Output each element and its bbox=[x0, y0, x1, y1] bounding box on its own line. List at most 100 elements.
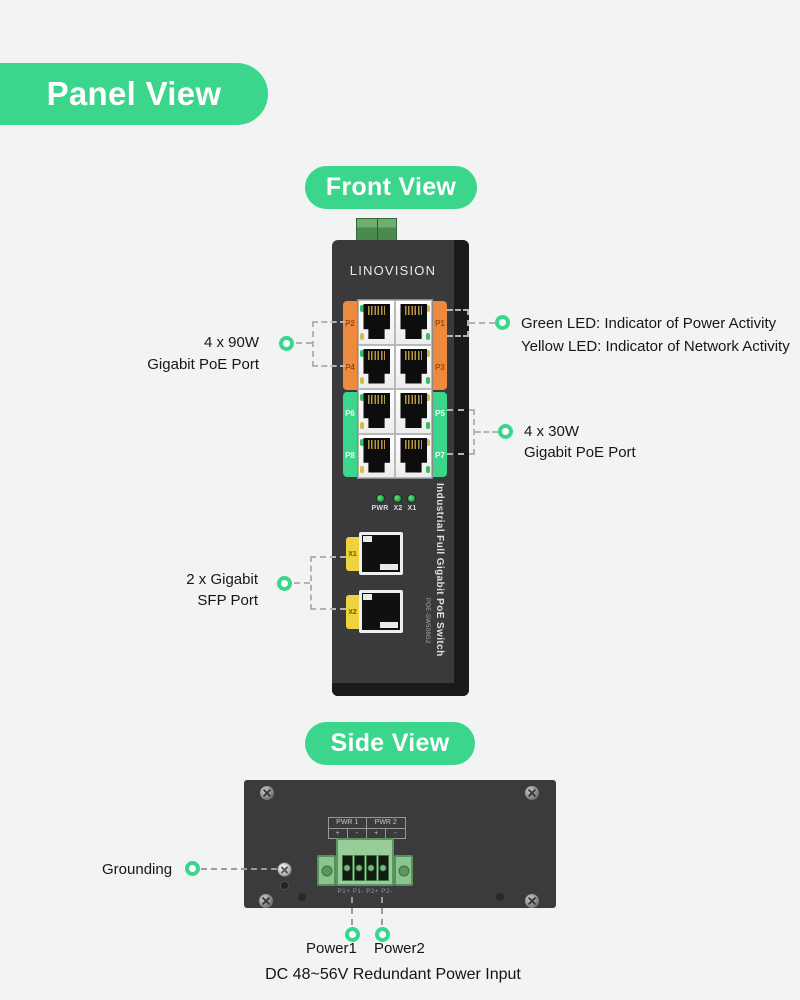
rj45-jack-icon bbox=[400, 393, 427, 428]
small-screw-icon bbox=[280, 881, 289, 890]
callout-line-sfp bbox=[294, 582, 310, 584]
port-label-p8: P8 bbox=[345, 451, 355, 461]
front-view-badge: Front View bbox=[305, 166, 477, 209]
panel-view-badge: Panel View bbox=[0, 63, 268, 125]
power-led-icon bbox=[426, 466, 430, 473]
poe90-strip-left: P2 P4 bbox=[343, 301, 357, 390]
side-view-badge: Side View bbox=[305, 722, 475, 765]
callout-power2-label: Power2 bbox=[374, 940, 425, 957]
corner-screw-icon bbox=[525, 786, 539, 800]
network-led-icon bbox=[426, 349, 430, 357]
power-led-icon bbox=[360, 305, 364, 312]
network-led-icon bbox=[360, 466, 364, 473]
rj45-port bbox=[395, 389, 432, 434]
rj45-port bbox=[358, 344, 395, 389]
poe30-strip-left: P6 P8 bbox=[343, 392, 357, 477]
poe90-strip-right: P1 P3 bbox=[433, 301, 447, 390]
terminal-flange-right bbox=[394, 855, 413, 886]
status-led-x1: X1 bbox=[407, 494, 417, 512]
callout-marker-grounding bbox=[185, 861, 200, 876]
callout-line-poe30 bbox=[475, 431, 498, 433]
power-led-icon bbox=[360, 349, 364, 357]
terminal-pin bbox=[365, 855, 377, 881]
rj45-jack-icon bbox=[363, 437, 390, 473]
rj45-jack-icon bbox=[363, 348, 390, 384]
power-input-caption: DC 48~56V Redundant Power Input bbox=[265, 966, 521, 983]
rivet-icon bbox=[298, 893, 306, 901]
rj45-jack-icon bbox=[400, 348, 427, 384]
rj45-port-block bbox=[357, 299, 433, 479]
network-led-icon bbox=[360, 377, 364, 384]
corner-screw-icon bbox=[259, 894, 273, 908]
device-title-vertical: Industrial Full Gigabit PoE Switch bbox=[434, 483, 445, 657]
callout-line-power2 bbox=[381, 897, 383, 925]
callout-line-led bbox=[469, 322, 495, 324]
terminal-flange-left bbox=[317, 855, 336, 886]
port-label-p6: P6 bbox=[345, 408, 355, 418]
power-polarity-table: PWR 1 PWR 2 + - + - bbox=[327, 816, 406, 839]
network-led-icon bbox=[360, 332, 364, 340]
rivet-icon bbox=[496, 893, 504, 901]
network-led-icon bbox=[426, 438, 430, 446]
terminal-pin bbox=[353, 855, 365, 881]
callout-line-poe90 bbox=[296, 342, 312, 344]
port-label-p1: P1 bbox=[435, 318, 445, 328]
callout-marker-power1 bbox=[345, 927, 360, 942]
port-label-p7: P7 bbox=[435, 451, 445, 461]
callout-marker-poe30 bbox=[498, 424, 513, 439]
rj45-port bbox=[358, 389, 395, 434]
port-label-p2: P2 bbox=[345, 318, 355, 328]
device-side-edge bbox=[454, 240, 469, 696]
device-model-vertical: POE-SW508G2 bbox=[424, 598, 430, 644]
device-bottom-edge bbox=[332, 683, 459, 696]
corner-screw-icon bbox=[260, 786, 274, 800]
power-terminal-block bbox=[336, 838, 394, 886]
rj45-jack-icon bbox=[363, 304, 390, 339]
terminal-pin-labels: P1+ P1- P2+ P2- bbox=[337, 888, 393, 895]
rj45-port bbox=[358, 433, 395, 478]
network-led-icon bbox=[426, 305, 430, 312]
port-label-p3: P3 bbox=[435, 363, 445, 373]
callout-marker-power2 bbox=[375, 927, 390, 942]
callout-poe90-label: 4 x 90W Gigabit PoE Port bbox=[147, 334, 259, 373]
sfp-x1-tab: X1 bbox=[346, 537, 359, 571]
pwr-led-icon bbox=[375, 494, 385, 503]
terminal-pin bbox=[341, 855, 353, 881]
status-led-x2: X2 bbox=[393, 494, 403, 512]
callout-marker-sfp bbox=[277, 576, 292, 591]
sfp-port-x2 bbox=[359, 590, 403, 633]
rj45-port bbox=[395, 433, 432, 478]
rj45-jack-icon bbox=[400, 304, 427, 339]
callout-marker-led bbox=[495, 315, 510, 330]
top-power-terminal bbox=[356, 218, 397, 242]
x2-led-icon bbox=[393, 494, 403, 503]
rj45-jack-icon bbox=[363, 393, 390, 428]
rj45-jack-icon bbox=[400, 437, 427, 473]
power-led-icon bbox=[360, 394, 364, 401]
terminal-pins bbox=[340, 855, 390, 881]
rj45-port bbox=[358, 300, 395, 345]
callout-line-led bbox=[447, 309, 469, 337]
port-label-p4: P4 bbox=[345, 363, 355, 373]
status-led-pwr: PWR bbox=[372, 494, 389, 512]
callout-power1-label: Power1 bbox=[306, 940, 357, 957]
callout-line-poe30 bbox=[447, 409, 475, 455]
port-label-p5: P5 bbox=[435, 408, 445, 418]
network-led-icon bbox=[426, 394, 430, 401]
network-led-icon bbox=[360, 421, 364, 429]
callout-sfp-label: 2 x Gigabit SFP Port bbox=[186, 571, 258, 609]
rj45-port bbox=[395, 344, 432, 389]
terminal-pin bbox=[377, 855, 389, 881]
callout-poe30-label: 4 x 30W Gigabit PoE Port bbox=[524, 423, 636, 461]
corner-screw-icon bbox=[525, 894, 539, 908]
sfp-x2-tab: X2 bbox=[346, 595, 359, 629]
x1-led-icon bbox=[407, 494, 417, 503]
status-led-row: PWR X2 X1 bbox=[352, 494, 436, 512]
rj45-port bbox=[395, 300, 432, 345]
power-led-icon bbox=[426, 377, 430, 384]
power-led-icon bbox=[426, 421, 430, 429]
poe30-strip-right: P5 P7 bbox=[433, 392, 447, 477]
callout-marker-poe90 bbox=[279, 336, 294, 351]
power-led-icon bbox=[426, 332, 430, 340]
